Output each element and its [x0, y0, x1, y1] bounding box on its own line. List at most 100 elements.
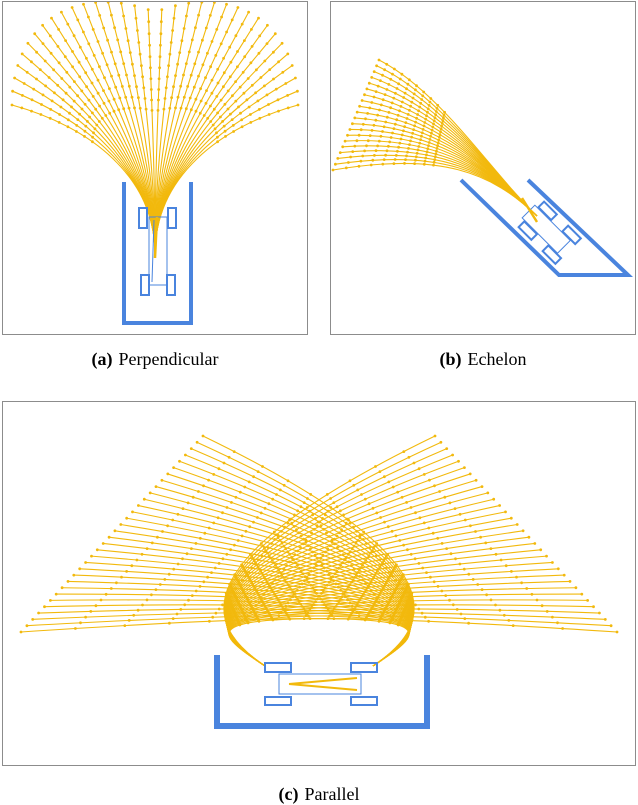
- trajectory-dot: [250, 83, 254, 87]
- trajectory-dot: [228, 75, 232, 79]
- trajectory-dot: [66, 125, 70, 129]
- trajectory-dot: [321, 589, 325, 593]
- trajectory-dot: [498, 504, 501, 507]
- trajectory-dot: [386, 525, 390, 529]
- trajectory-dot: [263, 550, 267, 554]
- trajectory-dot: [440, 589, 444, 593]
- trajectory-dot: [226, 89, 230, 93]
- trajectory-dot: [282, 608, 285, 611]
- trajectory-dot: [186, 501, 190, 505]
- trajectory-dot: [375, 511, 379, 515]
- trajectory-dot: [145, 547, 149, 550]
- trajectory-dot: [206, 116, 210, 120]
- trajectory-dot: [427, 144, 430, 148]
- trajectory-dot: [405, 87, 408, 91]
- trajectory-dot: [355, 139, 359, 143]
- trajectory-dot: [216, 111, 220, 115]
- trajectory-dot: [227, 595, 231, 599]
- trajectory-dot: [414, 155, 418, 159]
- trajectory-dot: [530, 592, 534, 596]
- trajectory-dot: [85, 85, 88, 89]
- trajectory-dot: [149, 66, 152, 70]
- caption-echelon: (b)Echelon: [330, 348, 636, 370]
- trajectory-dot: [287, 560, 291, 564]
- trajectory-dot: [212, 473, 216, 476]
- trajectory-dot: [373, 154, 376, 157]
- trajectory-dot: [211, 615, 215, 619]
- trajectory-dot: [281, 70, 285, 74]
- trajectory-dot: [10, 103, 14, 107]
- trajectory-line: [228, 615, 612, 667]
- trajectory-dot: [376, 84, 380, 88]
- trajectory-dot: [383, 557, 387, 560]
- trajectory-dot: [77, 60, 81, 64]
- trajectory-dot: [352, 544, 356, 548]
- trajectory-dot: [521, 529, 525, 533]
- trajectory-dot: [486, 491, 490, 495]
- trajectory-dot: [286, 94, 289, 97]
- trajectory-dot: [213, 127, 217, 131]
- trajectory-dot: [223, 102, 227, 106]
- trajectory-dot: [432, 160, 436, 164]
- trajectory-dot: [49, 599, 52, 602]
- trajectory-dot: [266, 23, 269, 27]
- trajectory-dot: [344, 521, 348, 525]
- trajectory-dot: [78, 45, 82, 49]
- trajectory-dot: [59, 105, 63, 109]
- trajectory-dot: [78, 75, 82, 79]
- vehicle-wheel: [167, 207, 177, 229]
- vehicle-wheel: [517, 220, 539, 242]
- trajectory-dot: [363, 590, 367, 594]
- trajectory-dot: [280, 573, 284, 577]
- trajectory-dot: [32, 87, 36, 91]
- trajectory-dot: [276, 533, 280, 537]
- trajectory-dot: [391, 485, 395, 489]
- trajectory-dot: [434, 110, 438, 113]
- trajectory-dot: [133, 74, 136, 77]
- trajectory-dot: [104, 592, 108, 596]
- trajectory-dot: [332, 501, 336, 504]
- trajectory-dot: [280, 541, 284, 545]
- trajectory-dot: [325, 583, 329, 587]
- trajectory-dot: [171, 617, 175, 620]
- trajectory-dot: [176, 95, 180, 99]
- trajectory-dot: [369, 580, 373, 583]
- trajectory-dot: [216, 81, 220, 85]
- trajectory-dot: [30, 60, 33, 64]
- trajectory-dot: [432, 580, 436, 584]
- trajectory-dot: [234, 495, 238, 499]
- trajectory-dot: [438, 490, 441, 493]
- trajectory-dot: [71, 65, 74, 69]
- trajectory-dot: [255, 68, 258, 72]
- trajectory-dot: [125, 73, 128, 77]
- trajectory-dot: [57, 121, 61, 124]
- trajectory-dot: [162, 107, 166, 111]
- trajectory-dot: [263, 59, 267, 63]
- trajectory-dot: [256, 470, 260, 473]
- trajectory-dot: [407, 455, 411, 459]
- trajectory-dot: [459, 612, 463, 616]
- trajectory-dot: [343, 558, 346, 562]
- trajectory-dot: [425, 153, 428, 157]
- trajectory-dot: [226, 107, 230, 111]
- trajectory-dot: [159, 32, 163, 36]
- trajectory-dot: [53, 91, 56, 95]
- trajectory-dot: [251, 607, 255, 611]
- trajectory-dot: [194, 109, 198, 113]
- trajectory-dot: [448, 598, 451, 602]
- trajectory-dot: [556, 621, 559, 625]
- trajectory-dot: [228, 45, 232, 49]
- trajectory-dot: [94, 107, 98, 111]
- trajectory-dot: [256, 99, 260, 103]
- trajectory-dot: [250, 28, 253, 31]
- trajectory-dot: [327, 572, 331, 576]
- trajectory-dot: [299, 505, 303, 509]
- vehicle-axle-link: [151, 219, 155, 283]
- trajectory-dot: [57, 61, 61, 65]
- trajectory-dot: [357, 133, 361, 137]
- trajectory-dot: [248, 525, 252, 529]
- trajectory-dot: [127, 619, 131, 622]
- trajectory-dot: [22, 82, 26, 85]
- trajectory-dot: [323, 586, 327, 590]
- trajectory-dot: [108, 111, 112, 115]
